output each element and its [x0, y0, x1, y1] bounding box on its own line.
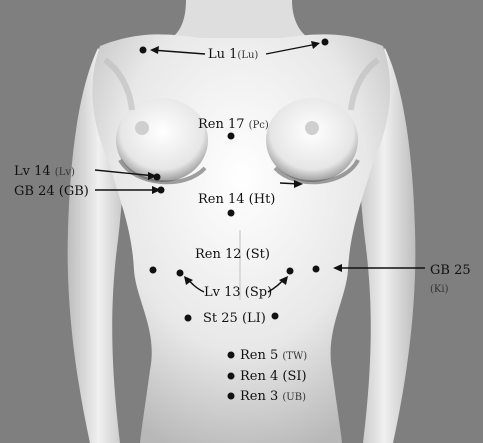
- st25-right-marker: [271, 312, 279, 320]
- lv13-right-marker: [286, 267, 294, 275]
- label-st25: St 25 (LI): [203, 311, 266, 326]
- leader-arrows: [94, 41, 425, 293]
- ren5-marker: [227, 351, 235, 359]
- label-gb25-sub: (Ki): [430, 284, 449, 295]
- label-ren14: Ren 14 (Ht): [198, 192, 275, 207]
- label-ren4: Ren 4 (SI): [240, 369, 307, 384]
- ren17-marker: [227, 132, 235, 140]
- label-gb24: GB 24 (GB): [14, 184, 89, 199]
- label-lv14: Lv 14 (Lv): [14, 164, 75, 179]
- label-ren3: Ren 3 (UB): [240, 389, 306, 404]
- neck: [168, 0, 312, 40]
- ren4-marker: [227, 372, 235, 380]
- ren3-marker: [227, 392, 235, 400]
- label-lv13: Lv 13 (Sp): [204, 285, 272, 300]
- lu1-left-marker: [139, 46, 147, 54]
- right-breast: [266, 98, 358, 182]
- gb25-left-marker: [149, 266, 157, 274]
- lv13-left-marker: [176, 269, 184, 277]
- st25-left-marker: [184, 314, 192, 322]
- label-ren12: Ren 12 (St): [195, 247, 270, 262]
- left-breast: [116, 98, 208, 182]
- label-gb25: GB 25: [430, 263, 471, 278]
- gb25-right-marker: [312, 265, 320, 273]
- lu1-right-marker: [321, 38, 329, 46]
- label-lu1: Lu 1(Lu): [208, 47, 258, 62]
- point-labels: Lu 1(Lu) Ren 17 (Pc) Lv 14 (Lv) GB 24 (G…: [14, 47, 471, 404]
- ren14-marker: [227, 209, 235, 217]
- label-ren17: Ren 17 (Pc): [198, 117, 269, 132]
- label-ren5: Ren 5 (TW): [240, 348, 307, 363]
- point-markers: [139, 38, 329, 400]
